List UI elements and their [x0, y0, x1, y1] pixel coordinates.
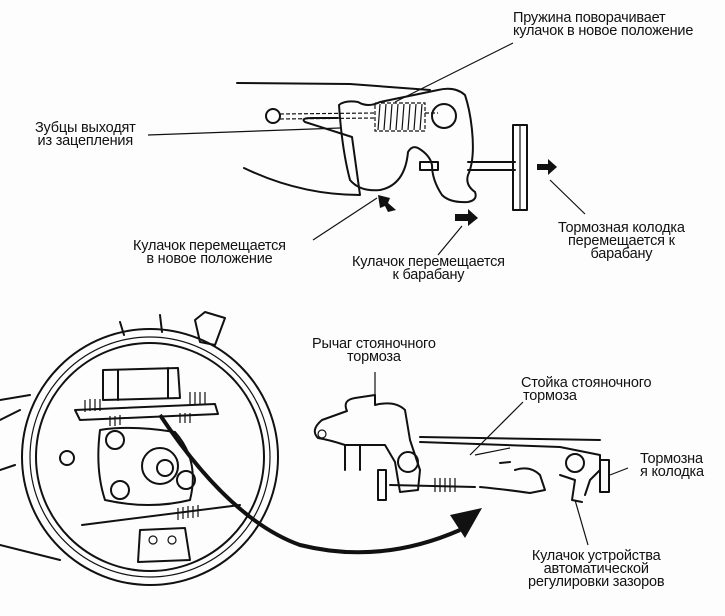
- label-cam-new-position: Кулачок перемещается в новое положение: [133, 238, 286, 267]
- wheel-cylinder: [102, 367, 181, 401]
- adjuster-nut: [59, 450, 75, 466]
- leader-shoe-bottom: [609, 467, 629, 476]
- label-spring: Пружина поворачивает кулачок в новое пол…: [513, 10, 694, 39]
- pin-left: [265, 108, 281, 124]
- label-teeth: Зубцы выходят из зацепления: [35, 120, 136, 149]
- leader-cam-drum: [437, 225, 463, 256]
- lug-hole: [176, 470, 196, 490]
- pointer-arrowhead: [450, 508, 482, 538]
- top-mechanism: [147, 42, 586, 256]
- axle-stub: [156, 459, 174, 477]
- leader-shoe: [549, 179, 586, 215]
- label-parking-strut: Стойка стояночного тормоза: [521, 375, 652, 404]
- label-parking-lever: Рычаг стояночного тормоза: [312, 336, 436, 365]
- lever-spring: [434, 478, 456, 492]
- leader-strut: [469, 401, 524, 456]
- spring-rod: [279, 112, 438, 120]
- upper-springs: [84, 392, 206, 426]
- spring-windings: [377, 103, 423, 131]
- brake-shoe-ring: [35, 342, 265, 572]
- strut-tab: [419, 161, 439, 171]
- adjuster-cam-bottom: [479, 461, 546, 494]
- shoe-stub-left: [377, 469, 387, 501]
- backing-plate-outer: [21, 328, 279, 586]
- shoe-move-arrow: [537, 159, 557, 175]
- cam-rotate-arrow: [378, 195, 396, 212]
- label-brake-shoe: Тормозна я колодка: [640, 451, 704, 480]
- backing-plate-rim: [29, 336, 271, 578]
- brake-shoe-bottom: [599, 459, 610, 493]
- hub-flange: [97, 426, 194, 506]
- lug-hole: [110, 480, 130, 500]
- leader-spring: [394, 42, 514, 103]
- leader-teeth: [147, 127, 341, 136]
- lower-spring-rod: [81, 504, 241, 526]
- leader-adjuster-cam: [574, 499, 589, 546]
- upper-strut: [74, 403, 219, 421]
- drum-brake-assembly: [0, 311, 482, 586]
- leader-cam-new: [312, 197, 378, 241]
- spring-coil: [374, 102, 426, 132]
- label-cam-to-drum: Кулачок перемещается к барабану: [352, 254, 505, 283]
- pointer-curve: [158, 413, 461, 555]
- strut-rod: [467, 161, 516, 171]
- parking-lever: [313, 394, 421, 493]
- pin-right: [431, 103, 457, 129]
- adjuster-cam-top: [338, 87, 477, 204]
- hub-bearing: [141, 447, 179, 485]
- shoe-web-line: [236, 82, 431, 91]
- label-shoe-to-drum: Тормозная колодка перемещается к барабан…: [558, 220, 685, 262]
- cam-pivot: [565, 453, 585, 473]
- bracket-tab: [194, 311, 226, 346]
- cam-move-arrow: [455, 209, 478, 226]
- label-adjuster-cam: Кулачок устройства автоматической регули…: [528, 548, 665, 590]
- parking-lever-mechanism: [313, 372, 629, 546]
- anchor-block: [137, 527, 191, 563]
- lug-hole: [105, 430, 125, 450]
- strut-pivot: [397, 451, 419, 473]
